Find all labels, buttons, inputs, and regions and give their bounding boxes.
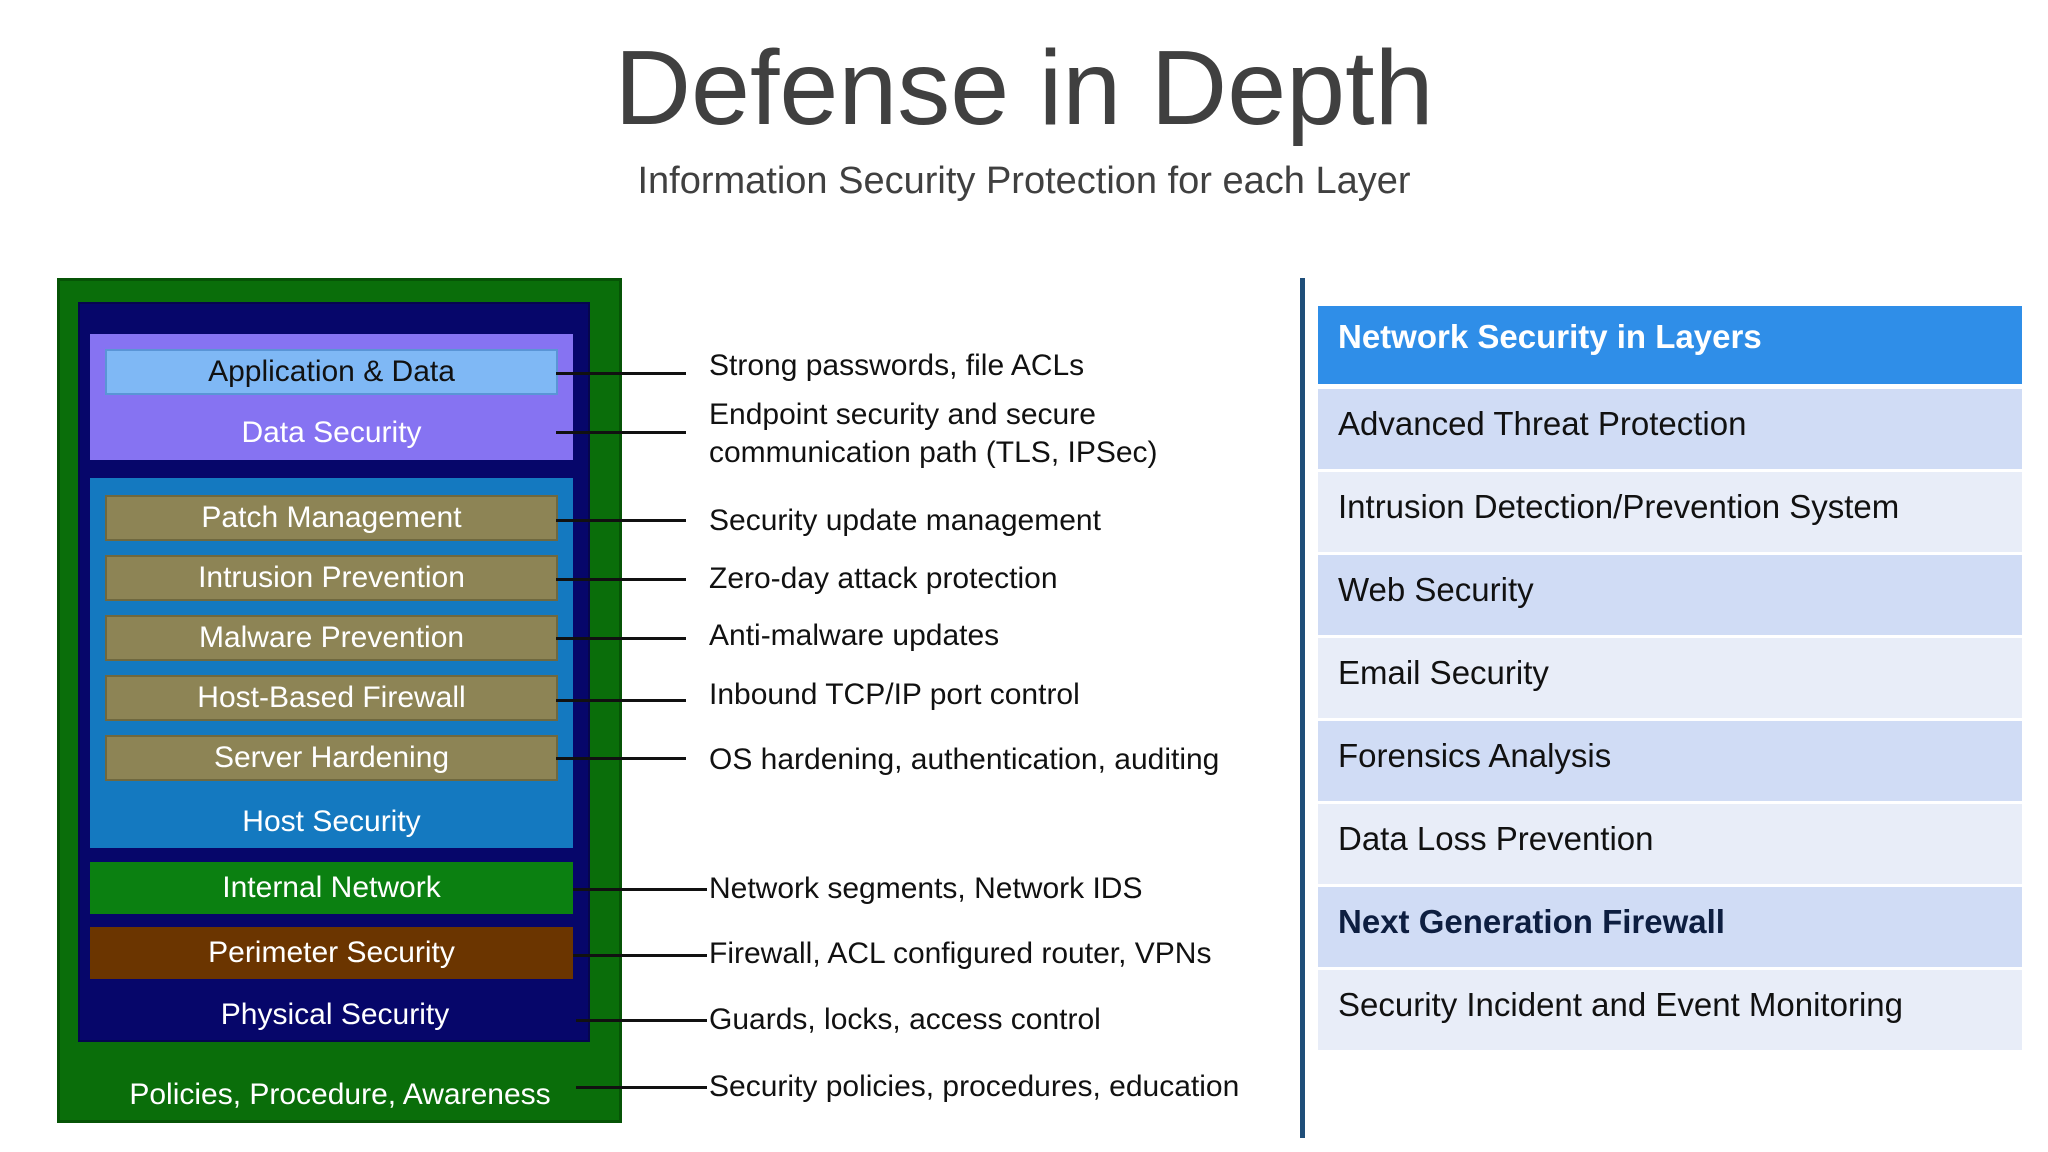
panel-row-label: Next Generation Firewall	[1338, 903, 1725, 940]
desc-malware-prevention: Anti-malware updates	[709, 619, 1000, 652]
desc-application-data: Strong passwords, file ACLs	[709, 349, 1085, 382]
panel-row-label: Email Security	[1338, 654, 1549, 691]
connector-application-data	[556, 372, 686, 375]
connector-internal-network	[573, 888, 707, 891]
network-panel-title: Network Security in Layers	[1338, 318, 1762, 355]
panel-row-label: Intrusion Detection/Prevention System	[1338, 488, 1900, 525]
connector-perimeter-security	[573, 954, 707, 957]
connector-malware-prevention	[556, 637, 686, 640]
host-security-label: Host Security	[242, 805, 421, 838]
desc-host-firewall: Inbound TCP/IP port control	[709, 678, 1080, 711]
panel-row-label: Advanced Threat Protection	[1338, 405, 1747, 442]
panel-row-label: Security Incident and Event Monitoring	[1338, 986, 1903, 1023]
page-title: Defense in Depth	[614, 29, 1434, 147]
desc-policies: Security policies, procedures, education	[709, 1070, 1240, 1103]
desc-internal-network: Network segments, Network IDS	[709, 872, 1143, 905]
desc-physical-security: Guards, locks, access control	[709, 1003, 1101, 1036]
desc-server-hardening: OS hardening, authentication, auditing	[709, 743, 1220, 776]
panel-row: Intrusion Detection/Prevention System	[1318, 472, 2022, 552]
network-panel-header: Network Security in Layers	[1318, 306, 2022, 384]
connector-data-security	[556, 431, 686, 434]
panel-row: Advanced Threat Protection	[1318, 389, 2022, 469]
intrusion-prevention-bar: Intrusion Prevention	[105, 555, 558, 601]
panel-row-label: Web Security	[1338, 571, 1534, 608]
panel-row: Forensics Analysis	[1318, 721, 2022, 801]
panel-row: Data Loss Prevention	[1318, 804, 2022, 884]
panel-row: Email Security	[1318, 638, 2022, 718]
panel-row-label: Data Loss Prevention	[1338, 820, 1654, 857]
desc-patch-management: Security update management	[709, 504, 1101, 537]
panel-row-label: Forensics Analysis	[1338, 737, 1612, 774]
perimeter-security-bar: Perimeter Security	[90, 927, 573, 979]
desc-data-security-line1: Endpoint security and secure	[709, 398, 1096, 431]
physical-security-label: Physical Security	[220, 998, 450, 1031]
malware-prevention-bar: Malware Prevention	[105, 615, 558, 661]
desc-intrusion-prevention: Zero-day attack protection	[709, 562, 1058, 595]
desc-perimeter-security: Firewall, ACL configured router, VPNs	[709, 937, 1212, 970]
panel-row: Security Incident and Event Monitoring	[1318, 970, 2022, 1050]
connector-physical-security	[576, 1019, 707, 1022]
data-security-label: Data Security	[241, 416, 422, 449]
desc-data-security-line2: communication path (TLS, IPSec)	[709, 436, 1158, 469]
panel-row: Web Security	[1318, 555, 2022, 635]
connector-intrusion-prevention	[556, 578, 686, 581]
host-firewall-bar: Host-Based Firewall	[105, 675, 558, 721]
page-subtitle: Information Security Protection for each…	[637, 160, 1411, 202]
server-hardening-bar: Server Hardening	[105, 735, 558, 781]
patch-management-bar: Patch Management	[105, 495, 558, 541]
application-data-bar: Application & Data	[105, 349, 558, 395]
connector-server-hardening	[556, 757, 686, 760]
connector-patch-management	[556, 519, 686, 522]
connector-host-firewall	[556, 699, 686, 702]
panel-row: Next Generation Firewall	[1318, 887, 2022, 967]
policies-label: Policies, Procedure, Awareness	[129, 1078, 551, 1111]
connector-policies	[576, 1086, 707, 1089]
internal-network-bar: Internal Network	[90, 862, 573, 914]
panel-divider	[1300, 278, 1305, 1138]
